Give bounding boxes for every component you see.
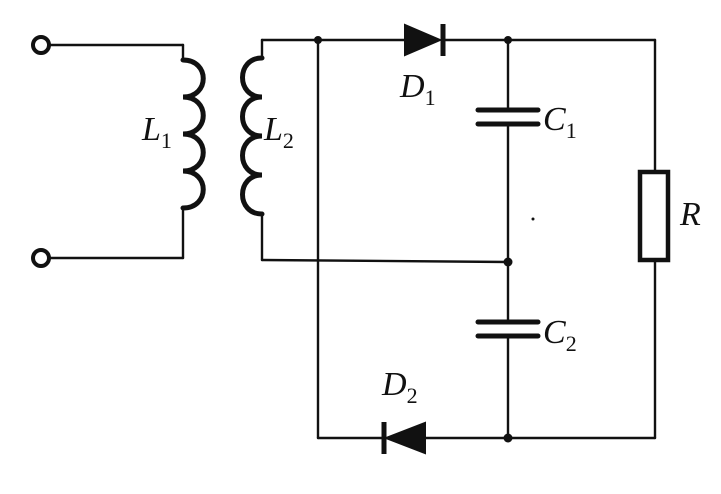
diode-d2 <box>316 421 657 455</box>
input-terminal-bottom <box>31 248 185 268</box>
secondary-coil-l2 <box>240 38 265 262</box>
stray-dot <box>531 217 535 221</box>
label-l1: L1 <box>141 111 172 153</box>
primary-coil-l1 <box>180 43 206 260</box>
label-d1: D1 <box>399 68 436 110</box>
middle-wire <box>260 258 510 264</box>
resistor-r <box>637 38 671 440</box>
diode-d1 <box>404 23 657 57</box>
node-bottom <box>503 433 513 443</box>
label-c2: C2 <box>543 314 577 356</box>
label-d2: D2 <box>381 366 418 408</box>
label-l2: L2 <box>263 111 294 153</box>
capacitor-c2 <box>475 260 541 440</box>
input-terminal-top <box>31 35 185 55</box>
label-c1: C1 <box>543 101 577 143</box>
label-r: R <box>679 196 701 233</box>
capacitor-c1 <box>475 38 541 264</box>
